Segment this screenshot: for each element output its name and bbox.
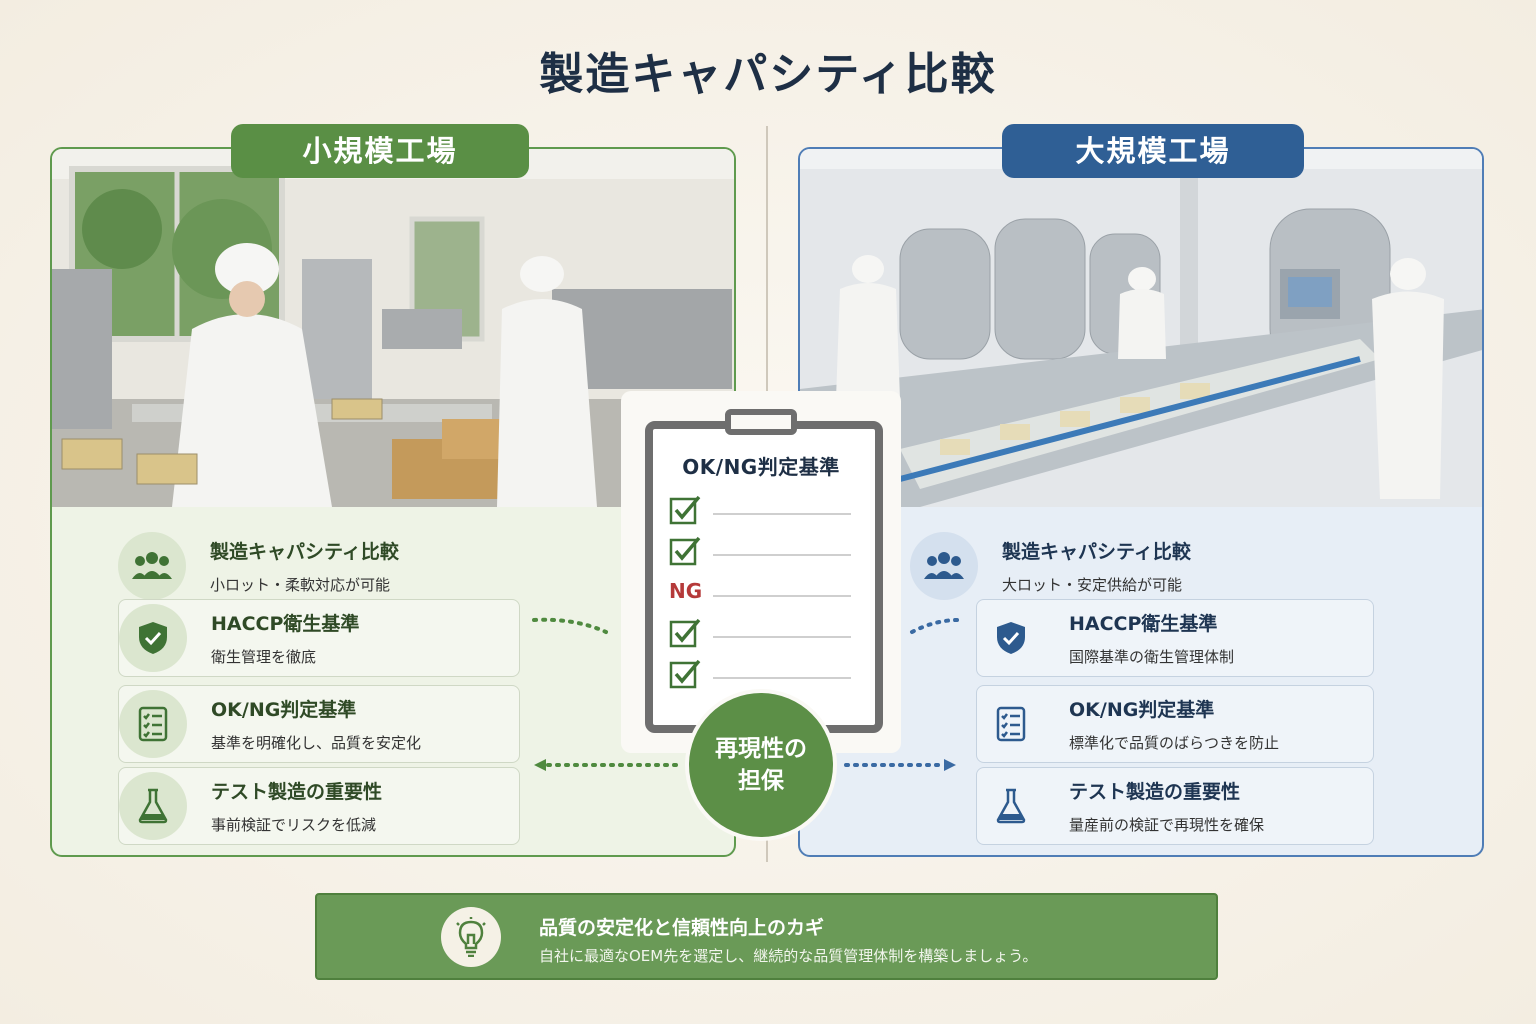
small-haccp-item: HACCP衛生基準 衛生管理を徹底 <box>118 599 520 677</box>
okng-clipboard: OK/NG判定基準 NG <box>621 391 901 753</box>
item-sub: 小ロット・柔軟対応が可能 <box>210 576 391 594</box>
small-okng-item: OK/NG判定基準 基準を明確化し、品質を安定化 <box>118 685 520 763</box>
check-box-icon <box>669 536 701 566</box>
item-sub: 標準化で品質のばらつきを防止 <box>1069 734 1280 752</box>
item-title: OK/NG判定基準 <box>211 699 357 721</box>
checklist-icon <box>977 690 1045 758</box>
footer-banner: 品質の安定化と信頼性向上のカギ 自社に最適なOEM先を選定し、継続的な品質管理体… <box>315 893 1218 980</box>
page-title: 製造キャパシティ比較 <box>539 49 997 100</box>
small-test-item: テスト製造の重要性 事前検証でリスクを低減 <box>118 767 520 845</box>
lightbulb-icon <box>441 907 501 967</box>
clipboard-board <box>645 421 883 733</box>
small-factory-tag: 小規模工場 <box>231 124 529 178</box>
item-sub: 衛生管理を徹底 <box>211 648 317 666</box>
item-title: テスト製造の重要性 <box>211 781 383 803</box>
item-title: 製造キャパシティ比較 <box>1002 541 1191 563</box>
item-sub: 国際基準の衛生管理体制 <box>1069 648 1235 666</box>
large-factory-photo <box>800 149 1482 507</box>
item-title: 製造キャパシティ比較 <box>210 541 399 563</box>
shield-check-icon <box>977 604 1045 672</box>
item-title: OK/NG判定基準 <box>1069 699 1215 721</box>
large-factory-panel: 製造キャパシティ比較 大ロット・安定供給が可能 HACCP衛生基準 国際基準の衛… <box>798 147 1484 857</box>
checklist-row <box>669 659 855 689</box>
reproducibility-circle: 再現性の担保 <box>689 693 833 837</box>
item-sub: 事前検証でリスクを低減 <box>211 816 377 834</box>
item-title: HACCP衛生基準 <box>1069 613 1218 635</box>
checklist-row <box>669 536 855 566</box>
ng-label: NG <box>669 579 703 603</box>
large-capacity-item: 製造キャパシティ比較 大ロット・安定供給が可能 <box>910 527 1312 605</box>
reproducibility-label: 再現性の担保 <box>715 736 807 794</box>
clipboard-title: OK/NG判定基準 <box>682 455 840 479</box>
flask-icon <box>119 772 187 840</box>
footer-title: 品質の安定化と信頼性向上のカギ <box>539 917 825 939</box>
check-box-icon <box>669 618 701 648</box>
people-icon <box>910 532 978 600</box>
clipboard-clip <box>725 409 797 435</box>
flask-icon <box>977 772 1045 840</box>
large-okng-item: OK/NG判定基準 標準化で品質のばらつきを防止 <box>976 685 1374 763</box>
footer-subtitle: 自社に最適なOEM先を選定し、継続的な品質管理体制を構築しましょう。 <box>539 947 1038 965</box>
shield-check-icon <box>119 604 187 672</box>
item-title: テスト製造の重要性 <box>1069 781 1241 803</box>
people-icon <box>118 532 186 600</box>
large-haccp-item: HACCP衛生基準 国際基準の衛生管理体制 <box>976 599 1374 677</box>
checklist-row <box>669 618 855 648</box>
small-capacity-item: 製造キャパシティ比較 小ロット・柔軟対応が可能 <box>118 527 520 605</box>
check-box-icon <box>669 659 701 689</box>
checklist-row <box>669 495 855 525</box>
item-sub: 基準を明確化し、品質を安定化 <box>211 734 422 752</box>
item-title: HACCP衛生基準 <box>211 613 360 635</box>
item-sub: 量産前の検証で再現性を確保 <box>1069 816 1265 834</box>
checklist-row-ng: NG <box>669 577 855 607</box>
large-test-item: テスト製造の重要性 量産前の検証で再現性を確保 <box>976 767 1374 845</box>
item-sub: 大ロット・安定供給が可能 <box>1002 576 1183 594</box>
checklist-icon <box>119 690 187 758</box>
check-box-icon <box>669 495 701 525</box>
large-factory-tag: 大規模工場 <box>1002 124 1304 178</box>
